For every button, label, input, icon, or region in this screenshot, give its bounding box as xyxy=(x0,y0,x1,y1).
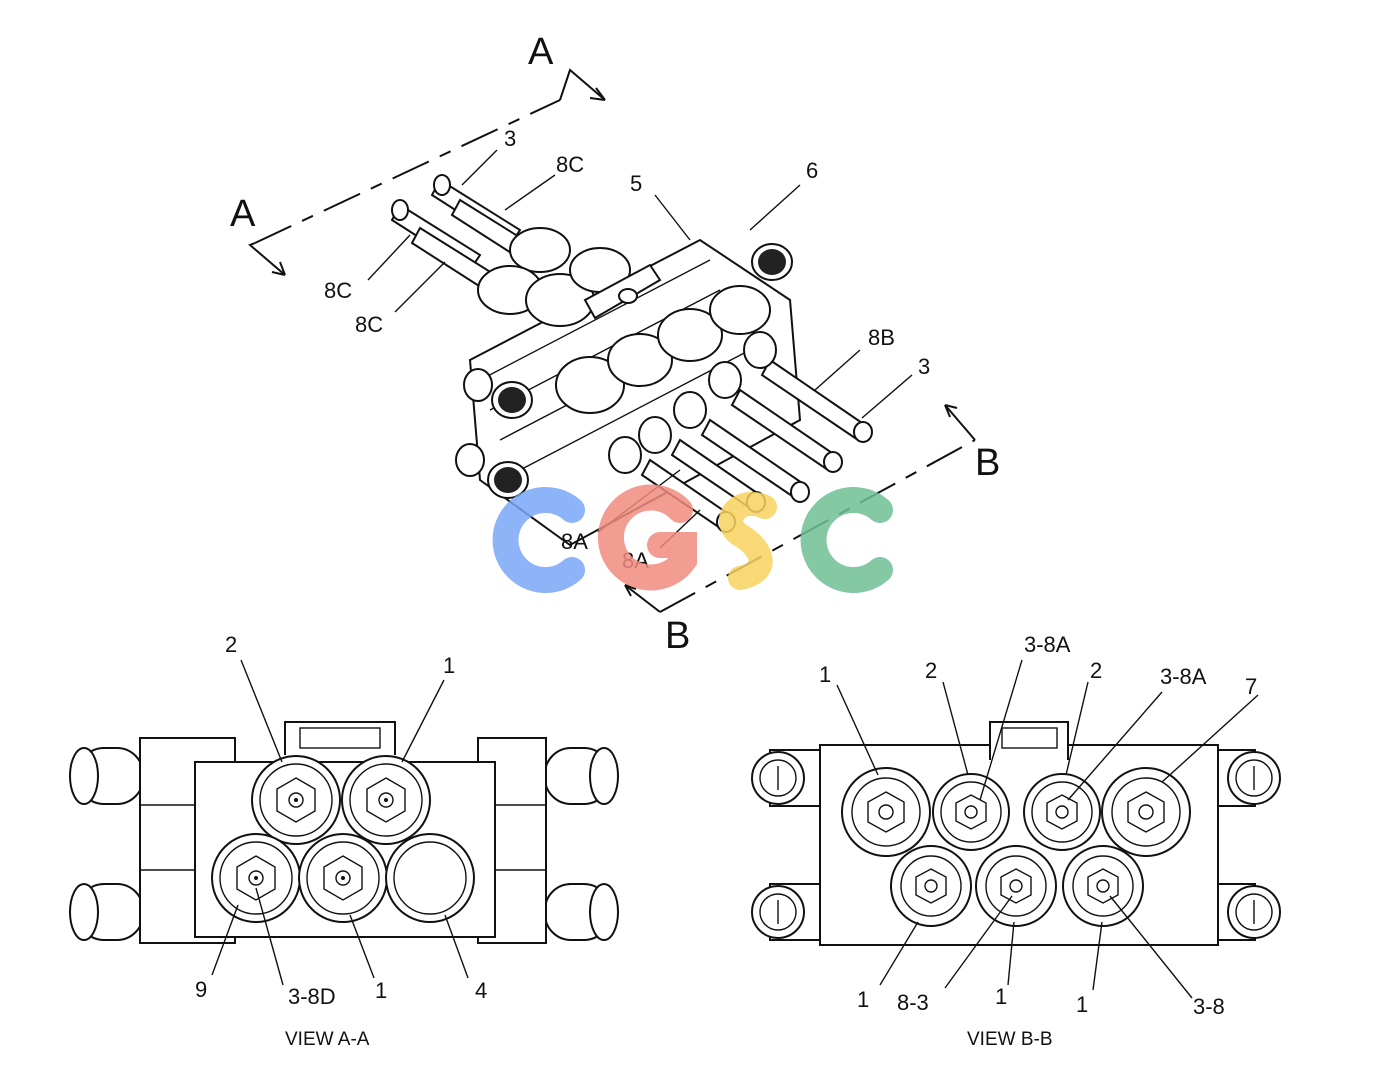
aa-callout-1-top: 1 xyxy=(443,653,455,678)
watermark-letter-s xyxy=(719,491,777,590)
aa-callout-1-bottom: 1 xyxy=(375,978,387,1003)
watermark-letter-c-2 xyxy=(800,487,893,593)
callout-8b: 8B xyxy=(868,325,895,350)
callout-8c-left-1: 8C xyxy=(324,278,352,303)
callout-5: 5 xyxy=(630,171,642,196)
watermark-letter-g xyxy=(597,484,697,591)
section-line-a xyxy=(248,68,606,276)
bb-callout-7: 7 xyxy=(1245,674,1257,699)
bb-callout-3-8a-1: 3-8A xyxy=(1024,632,1071,657)
bb-callout-1-top: 1 xyxy=(819,662,831,687)
watermark-logo xyxy=(492,484,893,593)
callout-3-top: 3 xyxy=(504,126,516,151)
callout-8a-1: 8A xyxy=(561,529,588,554)
callout-8c-top: 8C xyxy=(556,152,584,177)
view-bb-caption: VIEW B-B xyxy=(967,1029,1053,1050)
aa-callout-2: 2 xyxy=(225,632,237,657)
aa-callout-9: 9 xyxy=(195,977,207,1002)
callout-6: 6 xyxy=(806,158,818,183)
callout-8c-left-2: 8C xyxy=(355,312,383,337)
bb-callout-1-bottom-a: 1 xyxy=(857,987,869,1012)
section-a-label-left: A xyxy=(230,193,256,235)
section-b-label-bottom: B xyxy=(665,615,690,657)
aa-callout-4: 4 xyxy=(475,978,487,1003)
callout-3-right: 3 xyxy=(918,354,930,379)
view-aa-leaders xyxy=(211,659,469,986)
view-b-b: 1 2 3-8A 2 3-8A 7 1 8-3 1 1 3-8 VIEW B-B xyxy=(751,632,1281,1050)
view-a-a: 2 1 9 3-8D 1 4 VIEW A-A xyxy=(69,632,619,1050)
view-aa-ports xyxy=(211,755,475,923)
bb-callout-2-a: 2 xyxy=(925,658,937,683)
section-a-label-top: A xyxy=(528,31,554,73)
valve-body xyxy=(390,174,873,547)
view-bb-ports xyxy=(841,767,1191,927)
bb-callout-3-8a-2: 3-8A xyxy=(1160,664,1207,689)
bb-callout-8-3: 8-3 xyxy=(897,990,929,1015)
aa-callout-3-8d: 3-8D xyxy=(288,984,336,1009)
isometric-assembly: A A B B xyxy=(230,31,1000,657)
bb-callout-1-bottom-b: 1 xyxy=(995,984,1007,1009)
bb-callout-1-bottom-c: 1 xyxy=(1076,992,1088,1017)
view-bb-leaders xyxy=(836,659,1259,999)
section-b-label-right: B xyxy=(975,442,1000,484)
view-aa-caption: VIEW A-A xyxy=(285,1029,370,1050)
bb-callout-3-8: 3-8 xyxy=(1193,994,1225,1019)
watermark-letter-c xyxy=(492,487,585,593)
bb-callout-2-b: 2 xyxy=(1090,658,1102,683)
